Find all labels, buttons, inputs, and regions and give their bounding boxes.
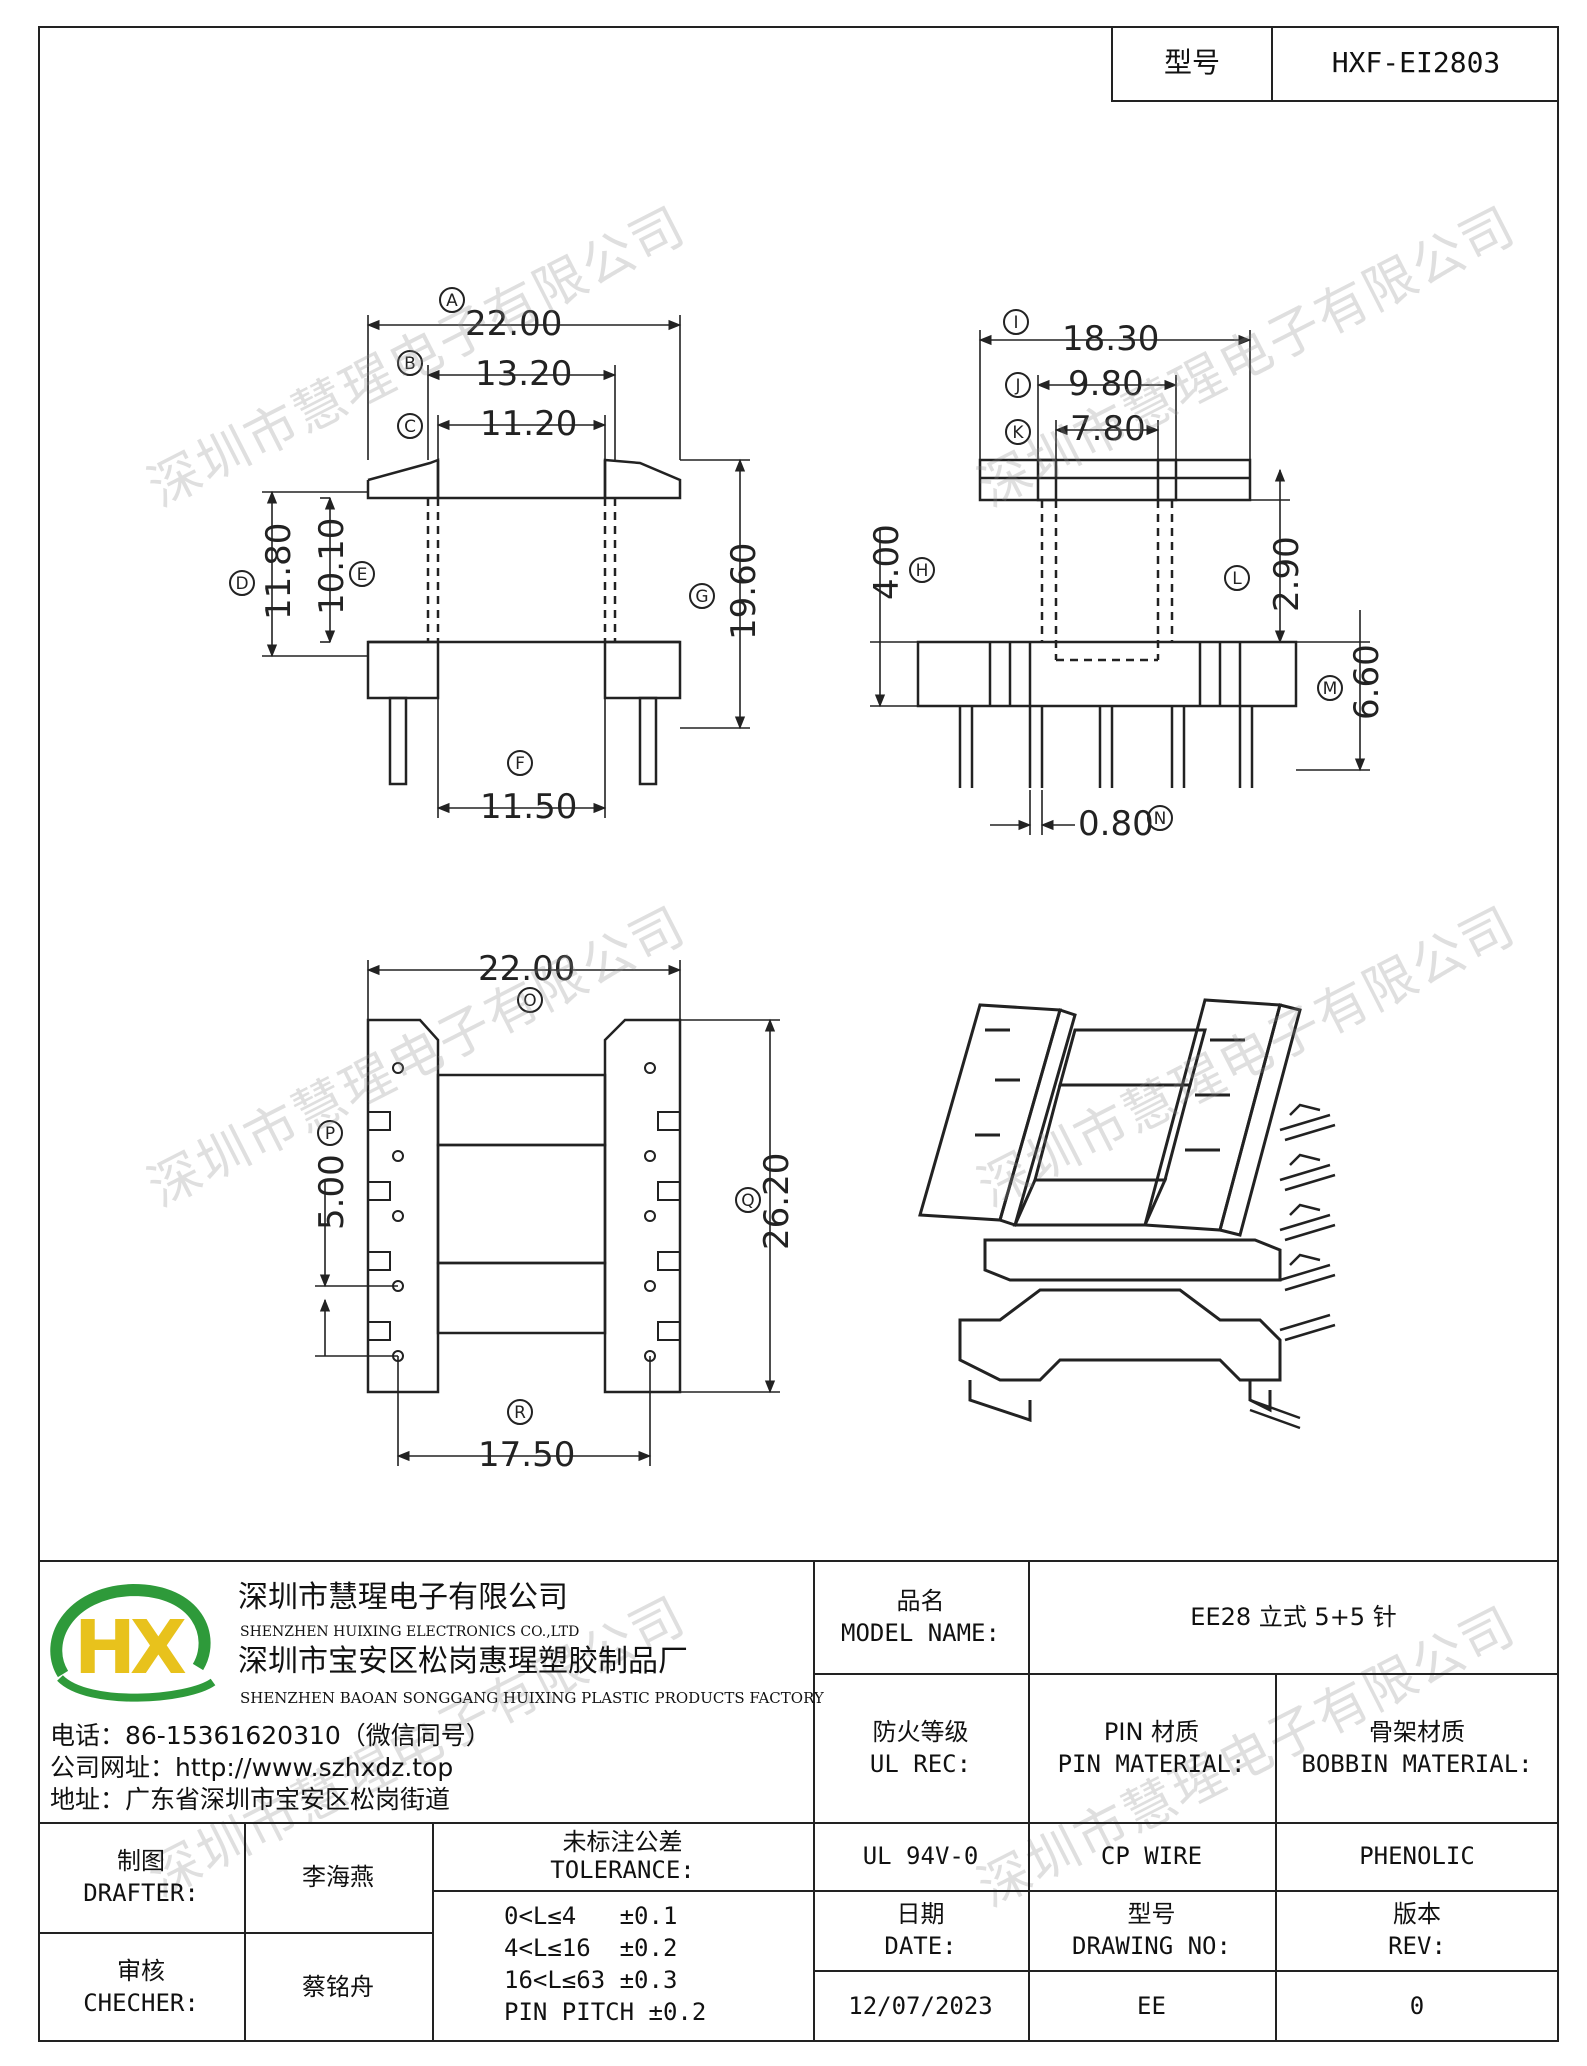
label-a: A bbox=[446, 291, 458, 311]
factory-name-en: SHENZHEN BAOAN SONGGANG HUIXING PLASTIC … bbox=[240, 1689, 824, 1707]
checker-label: 审核 CHECHER: bbox=[83, 1957, 199, 2017]
bobbin-material-label: 骨架材质 BOBBIN MATERIAL: bbox=[1301, 1717, 1533, 1778]
dim-a: 22.00 bbox=[465, 304, 562, 344]
dim-m: 6.60 bbox=[1347, 644, 1387, 720]
header-model-value: HXF-EI2803 bbox=[1271, 26, 1559, 102]
model-name-label: 品名 MODEL NAME: bbox=[841, 1586, 1000, 1647]
date-value: 12/07/2023 bbox=[848, 1992, 993, 2020]
label-h: H bbox=[916, 561, 929, 581]
ul-rec-value: UL 94V-0 bbox=[862, 1842, 979, 1870]
date-label: 日期 DATE: bbox=[884, 1900, 957, 1960]
bobbin-material-value: PHENOLIC bbox=[1359, 1842, 1475, 1870]
tolerance-table: 0<L≤4 ±0.1 4<L≤16 ±0.2 16<L≤63 ±0.3 PIN … bbox=[504, 1900, 804, 2028]
dim-k: 7.80 bbox=[1070, 409, 1146, 449]
dim-n: 0.80 bbox=[1078, 804, 1154, 844]
rev-value: 0 bbox=[1409, 1992, 1425, 2020]
label-d: D bbox=[235, 574, 248, 594]
company-phone: 电话：86-15361620310（微信同号） bbox=[50, 1721, 491, 1750]
dim-d: 11.80 bbox=[259, 523, 299, 620]
title-block: HX 深圳市慧瑆电子有限公司 SHENZHEN HUIXING ELECTRON… bbox=[38, 1560, 1559, 2042]
factory-name-cn: 深圳市宝安区松岗惠瑆塑胶制品厂 bbox=[238, 1644, 688, 1679]
label-e: E bbox=[357, 565, 368, 585]
dim-r: 17.50 bbox=[478, 1435, 575, 1475]
dim-g: 19.60 bbox=[724, 543, 764, 640]
label-r: R bbox=[514, 1403, 526, 1423]
engineering-drawing: 22.00 13.20 11.20 11.80 10.10 19.60 11.5… bbox=[229, 287, 1387, 1475]
dim-p: 5.00 bbox=[312, 1154, 352, 1230]
drawing-frame bbox=[38, 26, 1559, 2042]
drawing-no-value: EE bbox=[1137, 1992, 1166, 2020]
logo-letters: HX bbox=[74, 1605, 187, 1691]
drawing-no-label: 型号 DRAWING NO: bbox=[1072, 1900, 1231, 1960]
dim-h: 4.00 bbox=[867, 524, 907, 600]
drafter-name: 李海燕 bbox=[302, 1863, 374, 1891]
rev-label: 版本 REV: bbox=[1388, 1900, 1446, 1960]
label-o: O bbox=[523, 991, 536, 1011]
tolerance-label: 未标注公差 TOLERANCE: bbox=[550, 1828, 695, 1884]
checker-name: 蔡铭舟 bbox=[302, 1973, 374, 2001]
tolerance-line: PIN PITCH ±0.2 bbox=[504, 1998, 707, 2026]
bottom-view bbox=[315, 960, 780, 1466]
model-name-value: EE28 立式 5+5 针 bbox=[1190, 1602, 1397, 1631]
pin-material-value: CP WIRE bbox=[1100, 1842, 1203, 1870]
label-m: M bbox=[1323, 679, 1338, 699]
label-j: J bbox=[1014, 376, 1020, 396]
dim-b: 13.20 bbox=[475, 354, 572, 394]
label-n: N bbox=[1154, 809, 1167, 829]
company-logo bbox=[50, 1583, 216, 1702]
pin-material-label: PIN 材质 PIN MATERIAL: bbox=[1057, 1717, 1246, 1778]
front-view bbox=[262, 315, 750, 818]
tolerance-line: 0<L≤4 ±0.1 bbox=[504, 1902, 678, 1930]
company-name-cn: 深圳市慧瑆电子有限公司 bbox=[238, 1580, 568, 1615]
company-website: 公司网址：http://www.szhxdz.top bbox=[50, 1753, 454, 1782]
company-address: 地址：广东省深圳市宝安区松岗街道 bbox=[50, 1785, 451, 1814]
dim-f: 11.50 bbox=[480, 787, 577, 827]
drafter-label: 制图 DRAFTER: bbox=[83, 1847, 199, 1907]
header-model-label: 型号 bbox=[1111, 26, 1271, 102]
ul-rec-label: 防火等级 UL REC: bbox=[869, 1717, 972, 1778]
dim-q: 26.20 bbox=[757, 1153, 797, 1250]
company-name-en: SHENZHEN HUIXING ELECTRONICS CO.,LTD bbox=[240, 1624, 580, 1640]
tolerance-line: 16<L≤63 ±0.3 bbox=[504, 1966, 678, 1994]
label-b: B bbox=[404, 354, 416, 374]
tolerance-line: 4<L≤16 ±0.2 bbox=[504, 1934, 678, 1962]
label-c: C bbox=[404, 417, 416, 437]
dim-o: 22.00 bbox=[478, 949, 575, 989]
dim-j: 9.80 bbox=[1068, 364, 1144, 404]
label-p: P bbox=[325, 1124, 335, 1144]
dim-c: 11.20 bbox=[480, 404, 577, 444]
label-i: I bbox=[1013, 313, 1018, 333]
label-k: K bbox=[1012, 423, 1024, 443]
label-f: F bbox=[515, 754, 525, 774]
dim-l: 2.90 bbox=[1267, 536, 1307, 612]
label-q: Q bbox=[741, 1191, 754, 1211]
label-l: L bbox=[1232, 569, 1242, 589]
dim-i: 18.30 bbox=[1062, 319, 1159, 359]
side-view bbox=[870, 330, 1370, 835]
dim-e: 10.10 bbox=[312, 518, 352, 615]
isometric-view bbox=[918, 998, 1336, 1430]
label-g: G bbox=[695, 587, 708, 607]
